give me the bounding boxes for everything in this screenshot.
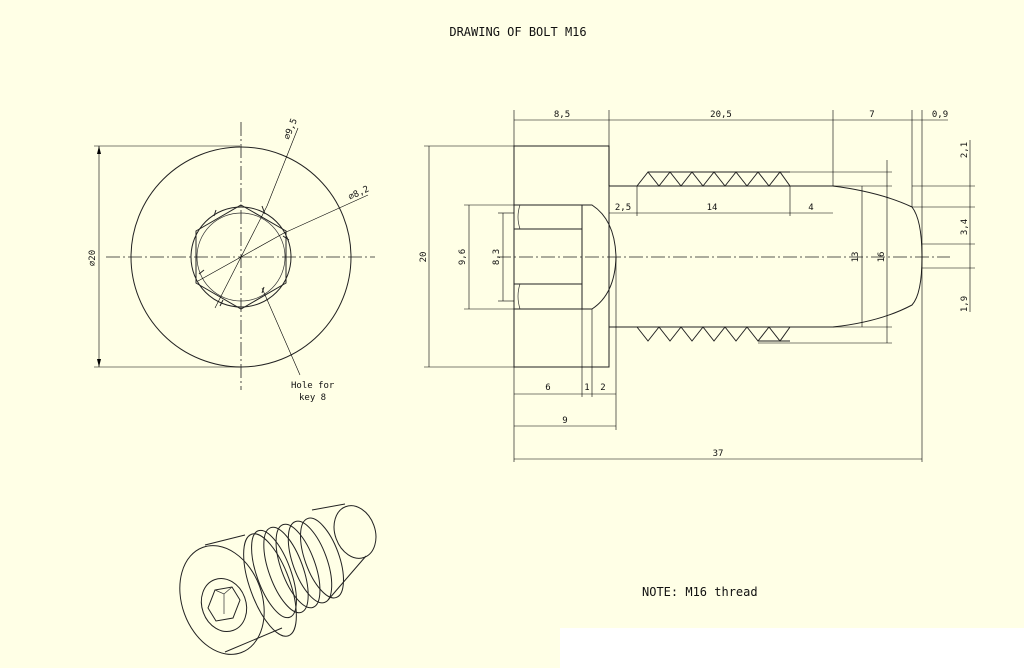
leader-hole-for-key [261,287,301,376]
thread-top [636,171,791,187]
dim-top-3: 0,9 [932,110,948,120]
dim-inner-0: 2,5 [615,203,631,213]
iso-thread-ring [251,529,297,619]
iso-thread-ring [300,517,344,599]
dim-left-2: 8,3 [492,249,502,265]
iso-head-edges [204,534,283,653]
thread-bottom [636,326,791,342]
leader-dia82-ext [197,232,285,282]
dim-dia82: ⌀8,2 [347,184,371,202]
bolt-head [513,145,610,368]
iso-thread-ring [287,520,333,604]
dim-far-right-2: 1,9 [960,296,970,312]
iso-head-front [179,545,265,655]
hex-curves [517,204,521,310]
dim-top-1: 20,5 [710,110,732,120]
dim-bottom-1: 1 [584,383,589,393]
dim-top-2: 7 [869,110,874,120]
dim-right-1: 16 [877,252,887,263]
dim-top-0: 8,5 [554,110,570,120]
iso-hex-inner [214,586,233,614]
blank-panel [560,628,1024,668]
hole-for-key-line1: Hole for [291,381,335,391]
iso-socket-circle [200,578,248,632]
dim-far-right-0: 2,1 [960,142,970,158]
leader-dia95 [266,127,299,207]
iso-tip-end [333,505,377,559]
leader-dia82 [283,194,369,234]
iso-tip-edges [311,503,367,601]
dim-inner-2: 4 [808,203,813,213]
bolt-shank [609,185,923,328]
drawing-title: DRAWING OF BOLT M16 [449,25,586,39]
dim-dia20: ⌀20 [88,250,98,266]
dim-bottom-3: 9 [562,416,567,426]
dim-inner-1: 14 [707,203,718,213]
iso-thread-ring [263,526,309,614]
dim-right-0: 13 [851,252,861,263]
dim-bottom-4: 37 [713,449,724,459]
isometric-view [179,503,377,655]
iso-thread-ring [275,523,321,609]
iso-head-back [243,533,297,637]
dim-bottom-2: 2 [600,383,605,393]
note-text: NOTE: M16 thread [642,585,758,599]
dim-bottom-0: 6 [545,383,550,393]
dim-far-right-1: 3,4 [960,219,970,235]
dim-left-0: 20 [419,252,429,263]
side-view: 8,5 20,5 7 0,9 2,5 14 4 20 9,6 8,3 13 16 [419,110,975,462]
hole-for-key-line2: key 8 [299,393,326,403]
front-view: ⌀20 ⌀9,5 ⌀8,2 Hole for key 8 [88,117,375,403]
dim-left-1: 9,6 [458,249,468,265]
